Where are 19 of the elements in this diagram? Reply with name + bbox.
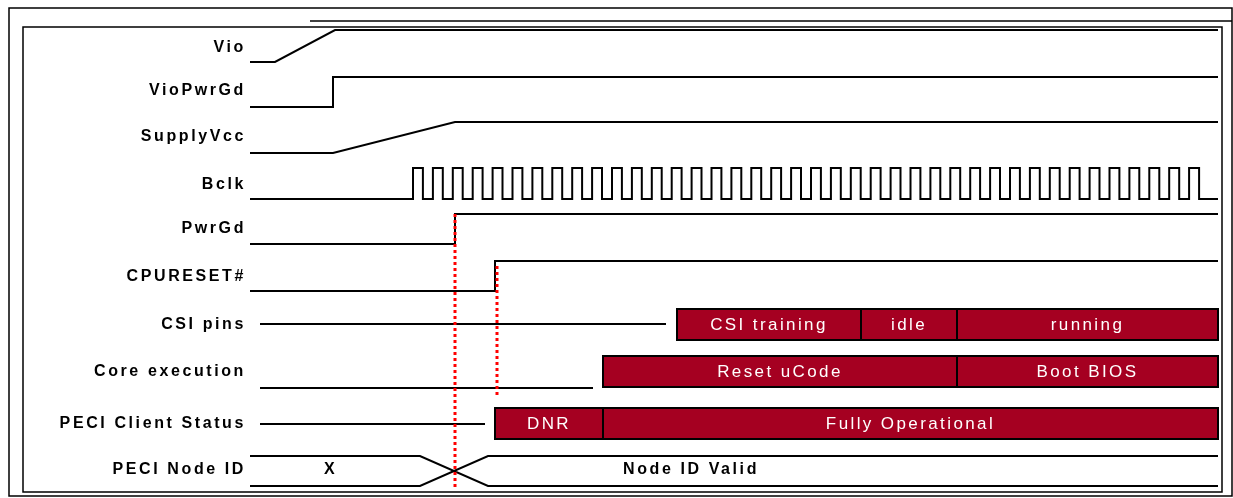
state-box: Fully Operational (602, 407, 1219, 440)
signal-name: SupplyVcc (140, 126, 246, 146)
bus-value: X (324, 459, 338, 479)
bus-value: Node ID Valid (623, 459, 760, 479)
signal-name: PECI Node ID (112, 459, 246, 479)
state-box: DNR (494, 407, 604, 440)
state-box: Boot BIOS (956, 355, 1219, 388)
signal-name: Core execution (94, 361, 246, 381)
state-box: idle (860, 308, 958, 341)
signal-name: Bclk (201, 174, 246, 194)
state-box: running (956, 308, 1219, 341)
signal-name: PECI Client Status (59, 413, 246, 433)
state-box: CSI training (676, 308, 862, 341)
signal-name: CPURESET# (126, 266, 246, 286)
signal-name: CSI pins (161, 314, 246, 334)
signal-name: VioPwrGd (149, 80, 246, 100)
signal-name: Vio (213, 37, 246, 57)
signal-name: PwrGd (181, 218, 246, 238)
state-box: Reset uCode (602, 355, 958, 388)
